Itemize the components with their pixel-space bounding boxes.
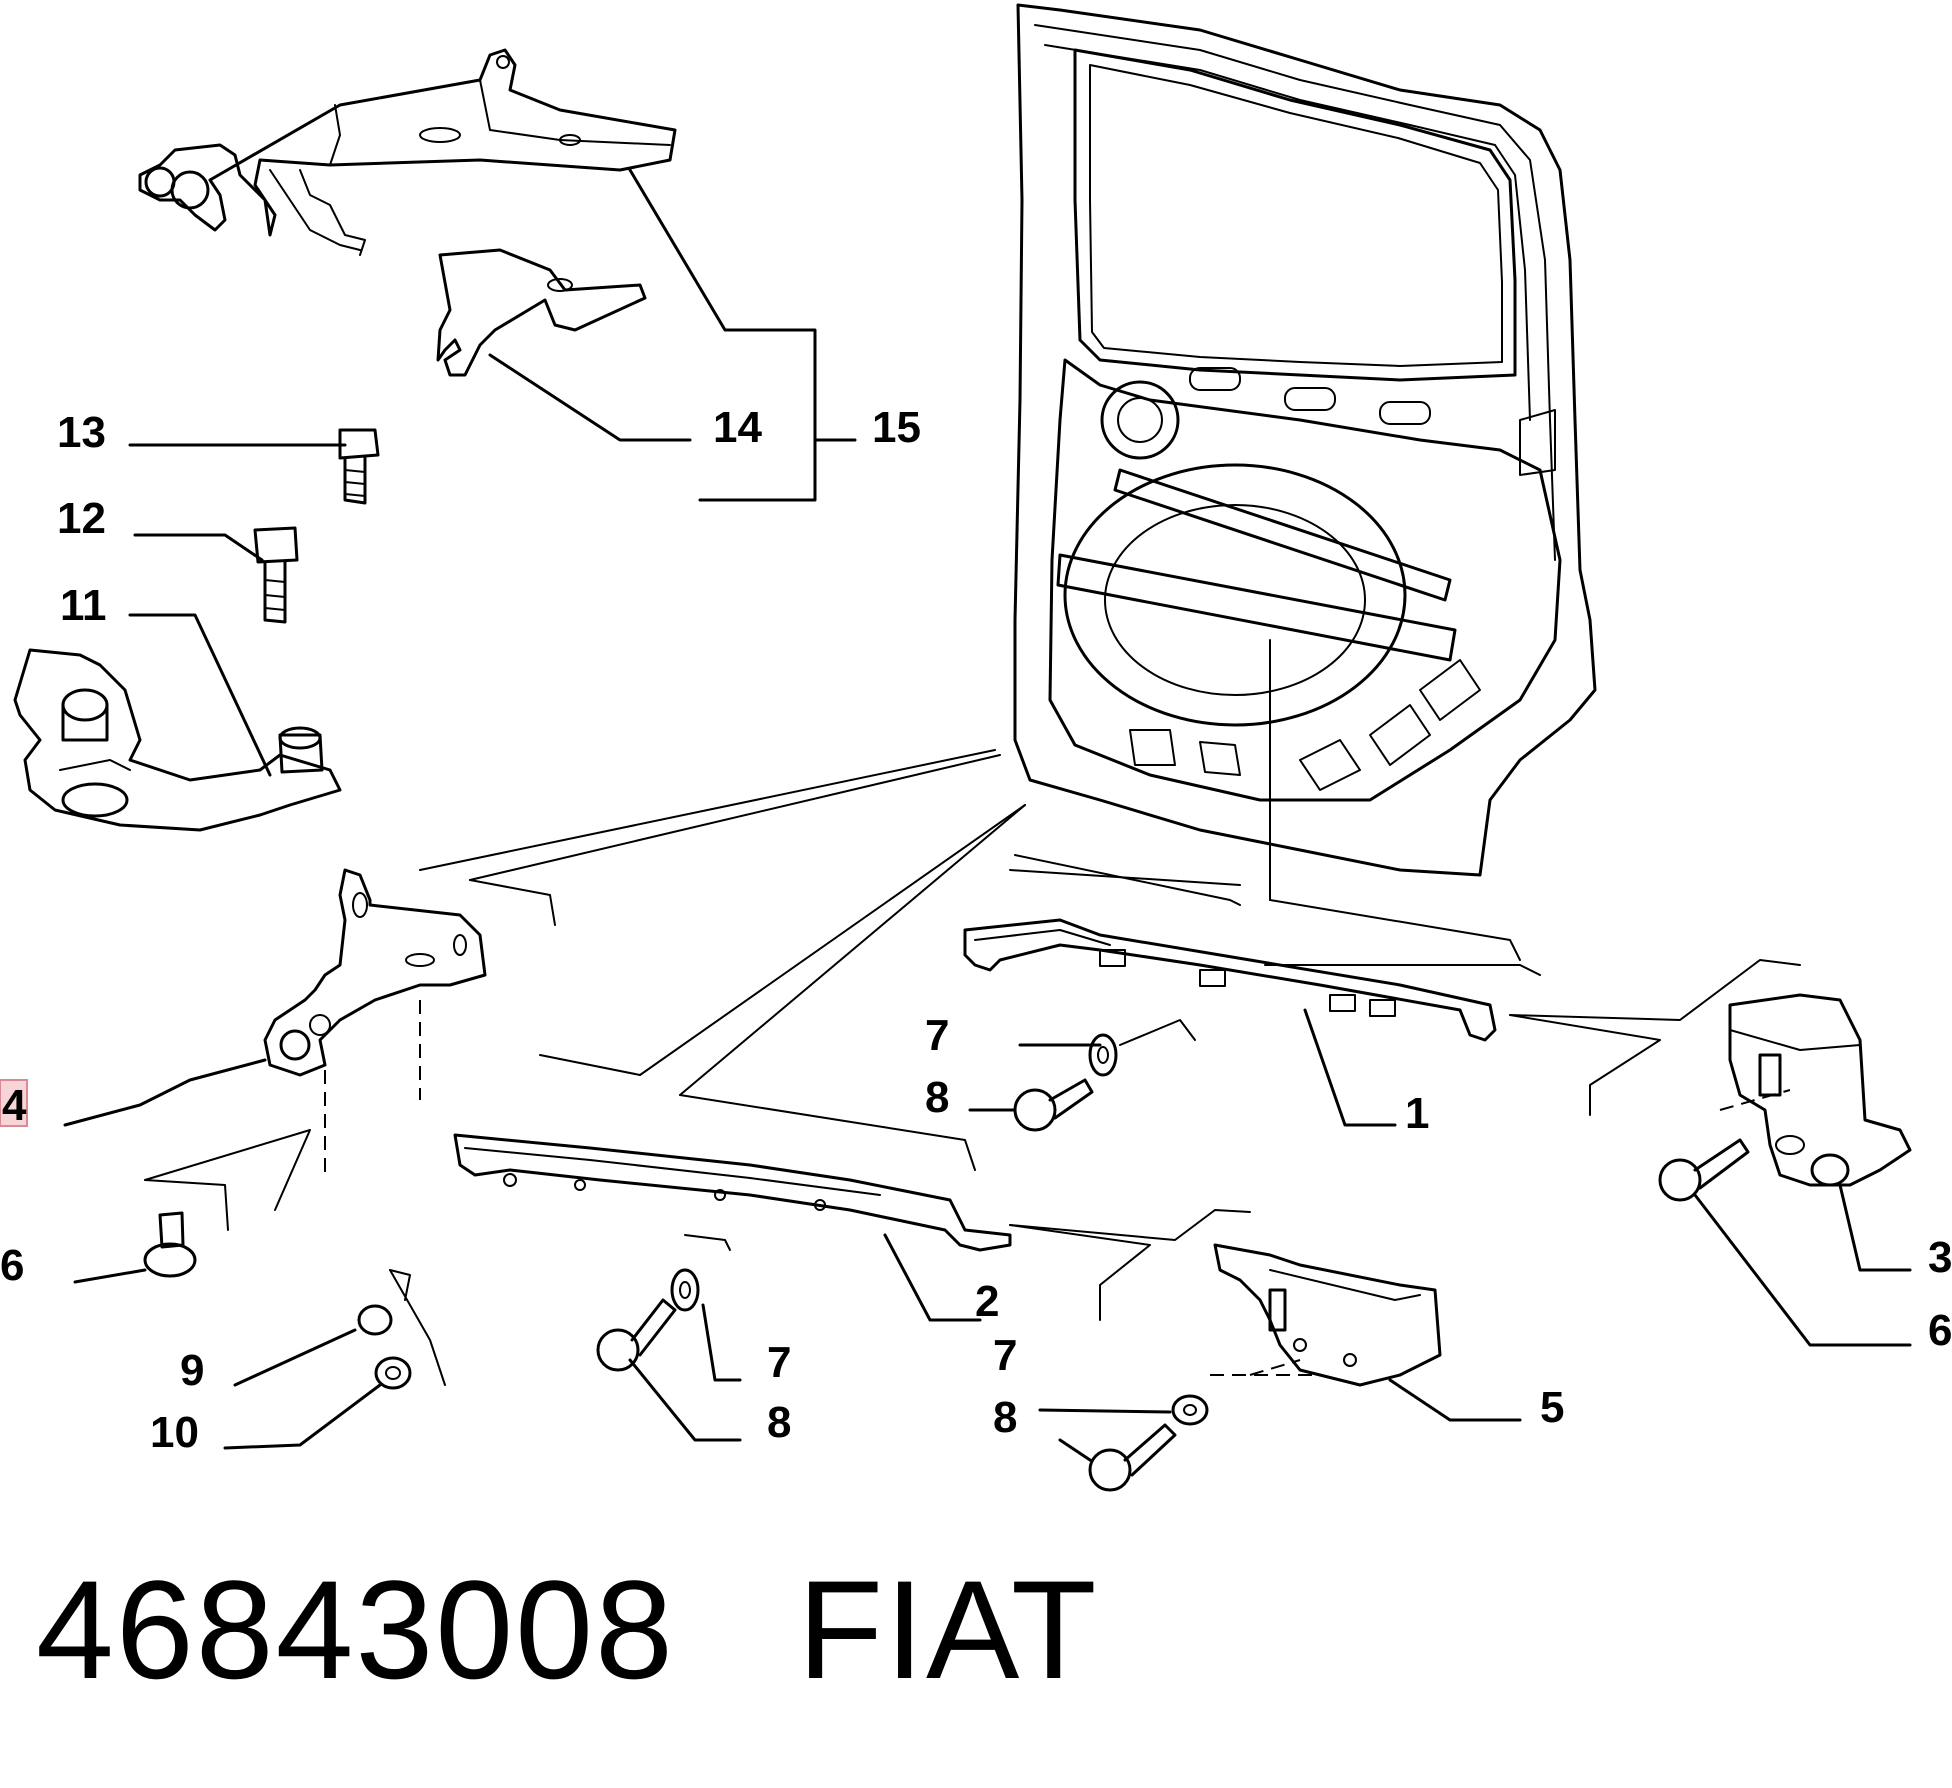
callout-13: 13 bbox=[57, 408, 106, 457]
nut-9 bbox=[357, 1304, 393, 1336]
callout-7-upper: 7 bbox=[925, 1011, 949, 1060]
bolt-part-13 bbox=[338, 428, 380, 505]
nut-10 bbox=[374, 1356, 412, 1390]
screw-8-b bbox=[596, 1298, 677, 1372]
assembly-lines bbox=[144, 639, 1801, 1386]
callout-2: 2 bbox=[975, 1277, 999, 1326]
screw-8-c bbox=[1088, 1423, 1177, 1492]
screw-8-a bbox=[1013, 1078, 1094, 1132]
callout-1: 1 bbox=[1405, 1089, 1429, 1138]
callout-15: 15 bbox=[872, 403, 921, 452]
callout-8-lower-right: 8 bbox=[993, 1393, 1017, 1442]
callout-5: 5 bbox=[1540, 1383, 1564, 1432]
callout-9: 9 bbox=[180, 1346, 204, 1395]
bolt-part-12 bbox=[253, 526, 299, 624]
callout-8-lower-left: 8 bbox=[767, 1398, 791, 1447]
guide-rail-part-1 bbox=[963, 918, 1497, 1042]
roller-part-3 bbox=[1728, 993, 1912, 1187]
washer-7-c bbox=[1171, 1394, 1209, 1426]
callout-12: 12 bbox=[57, 494, 106, 543]
screw-6-right bbox=[1658, 1138, 1750, 1202]
callout-7-lower-left: 7 bbox=[767, 1338, 791, 1387]
bracket-part-14 bbox=[436, 248, 647, 377]
callout-4: 4 bbox=[2, 1081, 27, 1130]
callout-3: 3 bbox=[1928, 1233, 1952, 1282]
bracket-part-5 bbox=[1213, 1243, 1442, 1387]
callout-8-upper: 8 bbox=[925, 1073, 949, 1122]
leader-lines bbox=[63, 168, 1912, 1462]
sliding-door-panel bbox=[1013, 3, 1597, 877]
hinge-bracket-part-4 bbox=[263, 868, 487, 1077]
callout-14: 14 bbox=[713, 403, 762, 452]
callout-labels: 13 12 11 14 15 4 7 8 1 3 6 6 2 7 8 7 8 5… bbox=[0, 403, 1952, 1457]
callout-4-highlight bbox=[0, 1079, 28, 1127]
bolt-6-left bbox=[143, 1211, 197, 1278]
upper-arm-assembly bbox=[138, 48, 677, 256]
callout-10: 10 bbox=[150, 1408, 199, 1457]
callout-11: 11 bbox=[60, 581, 107, 630]
callout-6-right: 6 bbox=[1928, 1306, 1952, 1355]
callout-7-lower-right: 7 bbox=[993, 1331, 1017, 1380]
washer-7-b bbox=[670, 1268, 700, 1312]
roller-arm-part-11 bbox=[13, 648, 342, 832]
part-number: 46843008 bbox=[36, 1551, 675, 1708]
brand-name: FIAT bbox=[797, 1551, 1099, 1708]
washer-7-a bbox=[1088, 1033, 1118, 1077]
callout-6-left: 6 bbox=[0, 1241, 24, 1290]
part-number-caption: 46843008 FIAT bbox=[36, 1560, 1099, 1700]
guide-rail-part-2 bbox=[453, 1133, 1012, 1252]
